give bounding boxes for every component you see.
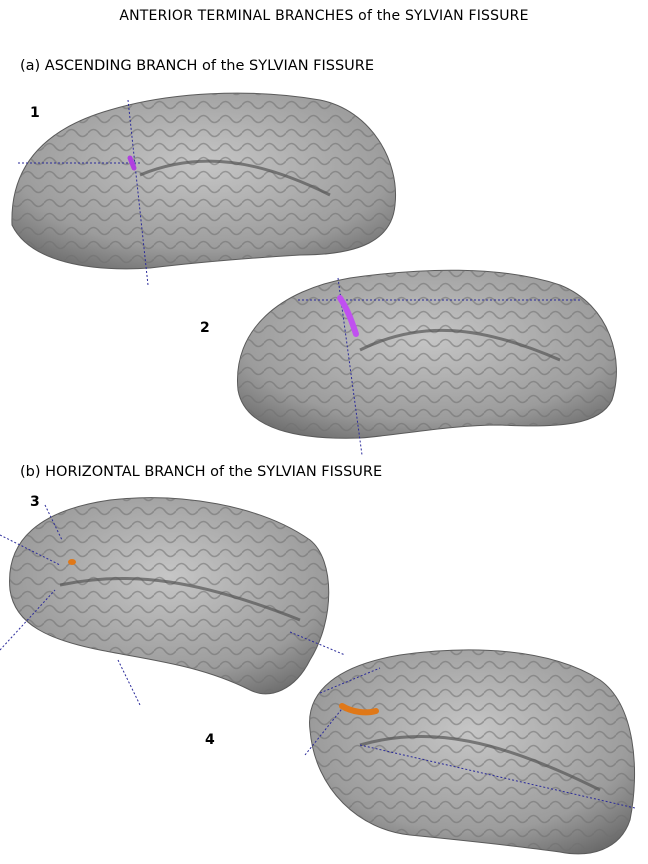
crosshair-vertical	[337, 277, 363, 456]
panel-1-number: 1	[30, 105, 40, 121]
ascending-branch-marker	[337, 295, 359, 337]
horizontal-branch-marker	[339, 703, 379, 716]
crosshair-line	[0, 534, 61, 566]
crosshair-line	[289, 631, 346, 656]
brain-2	[237, 269, 617, 456]
crosshair-line	[44, 504, 63, 541]
crosshair-line	[304, 704, 346, 756]
panel-2-number: 2	[200, 320, 210, 336]
panel-4-number: 4	[205, 732, 215, 748]
horizontal-branch-marker	[68, 559, 76, 565]
section-b-heading: (b) HORIZONTAL BRANCH of the SYLVIAN FIS…	[20, 464, 383, 480]
section-a-heading: (a) ASCENDING BRANCH of the SYLVIAN FISS…	[20, 58, 375, 74]
crosshair-line	[117, 659, 141, 706]
ascending-branch-marker	[127, 155, 137, 171]
page-title: ANTERIOR TERMINAL BRANCHES of the SYLVIA…	[119, 8, 529, 24]
brain-3	[0, 497, 346, 706]
crosshair-line	[0, 589, 56, 651]
crosshair-line	[319, 667, 381, 694]
crosshair-line	[359, 744, 636, 809]
brain-1	[11, 92, 397, 286]
panel-3-number: 3	[30, 494, 40, 510]
brain-4	[304, 649, 636, 855]
crosshair-vertical	[127, 99, 149, 286]
